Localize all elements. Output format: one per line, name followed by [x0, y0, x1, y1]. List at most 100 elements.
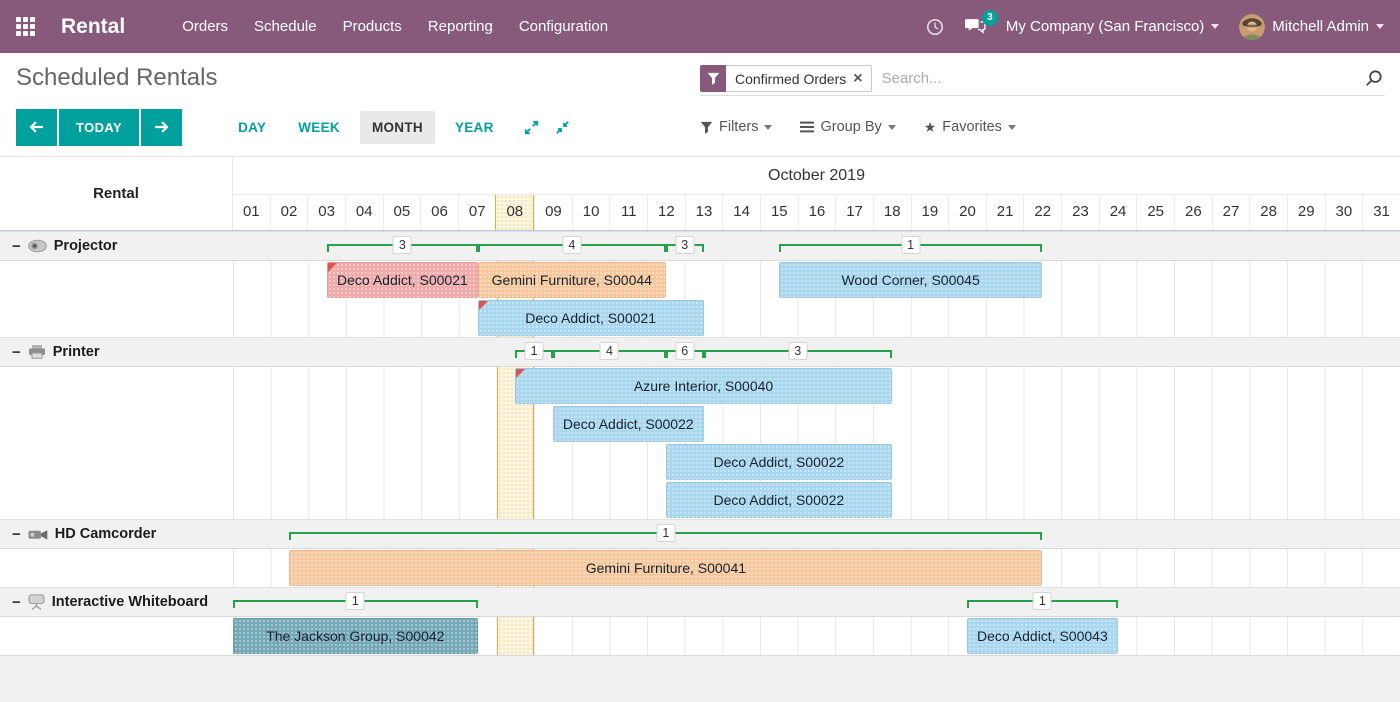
apps-menu-icon[interactable]	[16, 17, 35, 36]
gantt-row[interactable]: Deco Addict, S00021 Gemini Furniture, S00…	[233, 261, 1400, 299]
rental-bar[interactable]: Wood Corner, S00045	[778, 262, 1043, 298]
scale-month-button[interactable]: MONTH	[359, 110, 435, 144]
group-label: − Interactive Whiteboard	[0, 588, 233, 616]
previous-period-button[interactable]	[16, 108, 57, 146]
scale-year-button[interactable]: YEAR	[443, 111, 506, 144]
day-header-31: 31	[1362, 195, 1400, 230]
gantt-row[interactable]: The Jackson Group, S00042 Deco Addict, S0…	[233, 617, 1400, 655]
user-name: Mitchell Admin	[1272, 18, 1369, 35]
rental-bar-label: The Jackson Group, S00042	[266, 628, 445, 644]
favorites-dropdown[interactable]: ★ Favorites	[924, 119, 1016, 135]
rental-bar[interactable]: Azure Interior, S00040	[515, 368, 892, 404]
gantt-row[interactable]: Azure Interior, S00040	[233, 367, 1400, 405]
gantt-row[interactable]: Deco Addict, S00021	[233, 299, 1400, 337]
whiteboard-icon	[28, 594, 45, 610]
chevron-down-icon	[887, 124, 896, 130]
day-header-12: 12	[647, 195, 685, 230]
rental-bar[interactable]: Deco Addict, S00022	[665, 482, 892, 518]
expand-icon[interactable]	[524, 120, 539, 135]
day-header-23: 23	[1061, 195, 1099, 230]
day-header-25: 25	[1136, 195, 1174, 230]
app-title[interactable]: Rental	[61, 14, 126, 38]
day-header-16: 16	[797, 195, 836, 230]
search-bar: Confirmed Orders ×	[700, 62, 1385, 96]
rental-bar[interactable]: Deco Addict, S00022	[552, 406, 704, 442]
day-header-28: 28	[1249, 195, 1287, 230]
decoration-flag-icon	[328, 263, 338, 272]
rental-bar[interactable]: Deco Addict, S00043	[967, 618, 1118, 654]
date-nav-buttons: TODAY	[16, 108, 183, 146]
group-by-icon	[800, 121, 815, 133]
day-header-14: 14	[722, 195, 760, 230]
filter-chip[interactable]: Confirmed Orders ×	[700, 65, 872, 92]
group-name: Interactive Whiteboard	[51, 594, 209, 610]
search-input[interactable]	[871, 70, 1364, 87]
scale-day-button[interactable]: DAY	[226, 111, 278, 144]
projector-icon	[27, 239, 47, 253]
user-menu[interactable]: Mitchell Admin	[1239, 13, 1384, 40]
activities-clock-icon[interactable]	[926, 18, 944, 36]
gantt-row[interactable]: Gemini Furniture, S00041	[233, 549, 1400, 587]
rental-bar[interactable]: Gemini Furniture, S00044	[477, 262, 666, 298]
star-icon: ★	[923, 119, 937, 135]
messages-icon[interactable]: 3	[964, 10, 998, 35]
search-icon[interactable]	[1364, 69, 1385, 88]
rental-bar[interactable]: Deco Addict, S00022	[665, 444, 892, 480]
collapse-group-icon[interactable]: −	[12, 525, 21, 543]
chevron-down-icon	[764, 124, 773, 130]
menu-item-schedule[interactable]: Schedule	[254, 18, 317, 35]
search-options: Filters Group By ★ Favorites	[700, 119, 1016, 135]
day-header-01: 01	[242, 203, 260, 220]
company-switcher[interactable]: My Company (San Francisco)	[1006, 18, 1220, 35]
rental-bar[interactable]: The Jackson Group, S00042	[233, 618, 478, 654]
day-header-18: 18	[872, 195, 911, 230]
rental-bar-label: Deco Addict, S00022	[562, 416, 694, 432]
consolidation-count: 3	[392, 236, 412, 254]
day-header-08: 08	[495, 195, 535, 230]
consolidation-count: 4	[562, 236, 582, 254]
collapse-group-icon[interactable]: −	[12, 593, 21, 611]
chevron-down-icon	[1211, 24, 1220, 29]
menu-item-reporting[interactable]: Reporting	[427, 18, 493, 35]
day-header-06: 06	[420, 195, 458, 230]
collapse-group-icon[interactable]: −	[12, 343, 21, 361]
collapse-group-icon[interactable]: −	[12, 237, 21, 255]
day-header-10: 10	[571, 195, 610, 230]
rental-bar[interactable]: Gemini Furniture, S00041	[289, 550, 1043, 586]
today-button[interactable]: TODAY	[59, 108, 140, 146]
collapse-icon[interactable]	[555, 120, 570, 135]
gantt-row[interactable]: Deco Addict, S00022	[233, 443, 1400, 481]
day-header-24: 24	[1098, 195, 1137, 230]
filters-dropdown[interactable]: Filters	[700, 119, 773, 135]
consolidation-count: 4	[599, 342, 619, 360]
scale-week-button[interactable]: WEEK	[286, 111, 352, 144]
consolidation-count: 3	[675, 236, 695, 254]
consolidation-track: 1	[233, 520, 1400, 548]
rental-bar-label: Gemini Furniture, S00044	[491, 272, 652, 288]
next-period-button[interactable]	[141, 108, 183, 146]
menu-item-products[interactable]: Products	[342, 18, 402, 35]
consolidation-count: 1	[901, 236, 921, 254]
consolidation-count: 1	[345, 592, 365, 610]
rental-bar[interactable]: Deco Addict, S00021	[327, 262, 478, 298]
app-menu: Orders Schedule Products Reporting Configura…	[169, 0, 621, 53]
rental-bar-label: Deco Addict, S00022	[713, 492, 845, 508]
menu-item-configuration[interactable]: Configuration	[518, 18, 609, 35]
control-panel: Scheduled Rentals Confirmed Orders ×	[0, 53, 1400, 102]
gantt-row[interactable]: Deco Addict, S00022	[233, 405, 1400, 443]
group-by-dropdown[interactable]: Group By	[800, 119, 896, 135]
consolidation-count: 1	[1032, 592, 1052, 610]
day-header-30: 30	[1324, 195, 1363, 230]
gantt-row[interactable]: Deco Addict, S00022	[233, 481, 1400, 519]
rental-bar[interactable]: Deco Addict, S00021	[477, 300, 704, 336]
rental-bar-label: Deco Addict, S00043	[976, 628, 1108, 644]
menu-item-orders[interactable]: Orders	[182, 18, 229, 35]
day-header-03: 03	[307, 195, 345, 230]
rental-bar-label: Wood Corner, S00045	[841, 272, 980, 288]
remove-filter-icon[interactable]: ×	[853, 69, 863, 87]
